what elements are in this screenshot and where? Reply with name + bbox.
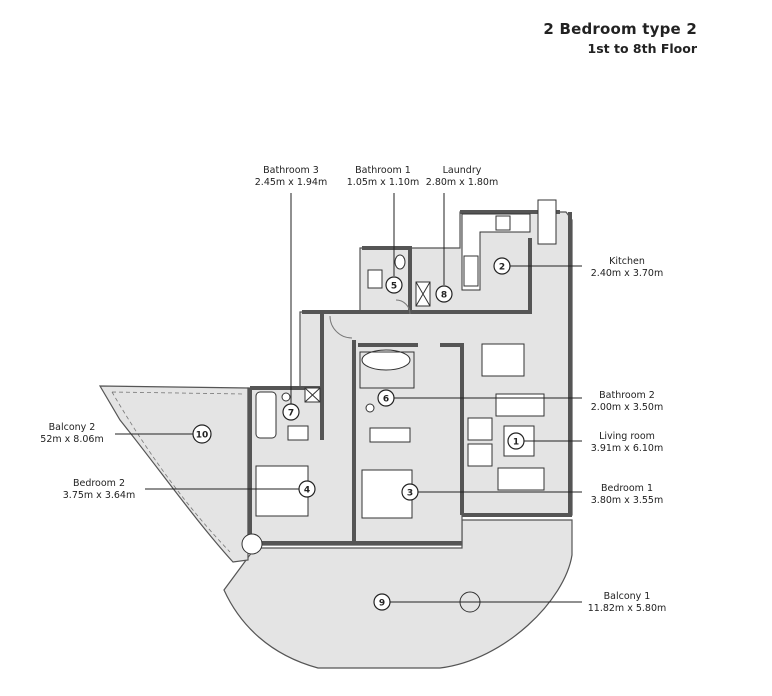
armchair-top xyxy=(467,417,493,441)
marker-2-number: 2 xyxy=(499,263,505,273)
marker-5-number: 5 xyxy=(391,282,397,292)
label-balcony-1-dims: 11.82m x 5.80m xyxy=(587,603,667,614)
dining-table xyxy=(481,343,525,377)
bath2-toilet xyxy=(365,403,375,413)
bath1-basin xyxy=(394,254,406,270)
marker-8-circle xyxy=(435,285,453,303)
label-laundry-dims: 2.80m x 1.80m xyxy=(425,177,499,188)
kitchen-counter xyxy=(461,213,531,291)
label-living-room-name: Living room xyxy=(599,431,655,442)
marker-7-circle xyxy=(282,403,300,421)
marker-4-circle xyxy=(298,480,316,498)
label-bedroom-2-name: Bedroom 2 xyxy=(72,478,126,489)
marker-4-number: 4 xyxy=(304,486,310,496)
label-bathroom-1-dims: 1.05m x 1.10m xyxy=(346,177,420,188)
balcony-2-rail xyxy=(111,391,245,553)
armchair-bottom xyxy=(467,443,493,467)
balcony-2-area xyxy=(98,385,249,563)
label-bathroom-1: Bathroom 1 1.05m x 1.10m xyxy=(344,165,422,189)
label-balcony-1-name: Balcony 1 xyxy=(603,591,651,602)
marker-9-number: 9 xyxy=(379,599,385,609)
wall-kitchen-bottom xyxy=(462,238,532,314)
marker-6-number: 6 xyxy=(383,395,389,405)
marker-1-circle xyxy=(507,432,525,450)
label-balcony-2-name: Balcony 2 xyxy=(48,422,96,433)
label-bathroom-2-name: Bathroom 2 xyxy=(599,390,655,401)
marker-3-number: 3 xyxy=(407,489,413,499)
door-swing-entry xyxy=(329,315,353,339)
marker-5-circle xyxy=(385,276,403,294)
balcony-1-area xyxy=(223,519,573,669)
kitchen-sink xyxy=(495,215,511,231)
wall-bath1-box xyxy=(362,246,412,312)
plan-title-block: 2 Bedroom type 2 1st to 8th Floor xyxy=(543,20,697,56)
marker-3-circle xyxy=(401,483,419,501)
marker-6-circle xyxy=(377,389,395,407)
sofa-top xyxy=(495,393,545,417)
marker-9-circle xyxy=(373,593,391,611)
label-bathroom-2: Bathroom 2 2.00m x 3.50m xyxy=(584,390,670,414)
label-bathroom-3-dims: 2.45m x 1.94m xyxy=(254,177,328,188)
label-living-room: Living room 3.91m x 6.10m xyxy=(584,431,670,455)
kitchen-stove xyxy=(463,255,479,287)
marker-1-number: 1 xyxy=(513,438,519,448)
label-living-room-dims: 3.91m x 6.10m xyxy=(590,443,664,454)
label-balcony-1: Balcony 1 11.82m x 5.80m xyxy=(584,591,670,615)
bath3-toilet xyxy=(281,392,291,402)
door-swing-bath1 xyxy=(395,299,411,315)
plan-title: 2 Bedroom type 2 xyxy=(543,20,697,38)
bathtub xyxy=(255,391,277,439)
bath3-cabinet-cross xyxy=(304,387,321,403)
plan-subtitle: 1st to 8th Floor xyxy=(587,41,697,56)
floor-areas xyxy=(98,211,573,669)
column-left xyxy=(241,533,263,555)
label-bedroom-2-dims: 3.75m x 3.64m xyxy=(62,490,136,501)
label-balcony-2: Balcony 2 52m x 8.06m xyxy=(30,422,114,446)
room-marker-numbers: 1 2 3 4 5 6 7 8 9 10 xyxy=(196,263,519,609)
marker-8-number: 8 xyxy=(441,291,447,301)
label-kitchen: Kitchen 2.40m x 3.70m xyxy=(584,256,670,280)
label-balcony-2-dims: 52m x 8.06m xyxy=(40,434,104,445)
bath2-vanity xyxy=(369,427,411,443)
label-bedroom-1-dims: 3.80m x 3.55m xyxy=(590,495,664,506)
room-markers xyxy=(192,257,525,611)
label-bathroom-3-name: Bathroom 3 xyxy=(263,165,319,176)
marker-10-circle xyxy=(192,424,212,444)
marker-7-number: 7 xyxy=(288,409,294,419)
bath2-shower-area xyxy=(359,351,415,389)
label-laundry: Laundry 2.80m x 1.80m xyxy=(422,165,502,189)
label-bedroom-1: Bedroom 1 3.80m x 3.55m xyxy=(584,483,670,507)
leader-lines xyxy=(115,193,582,603)
furniture xyxy=(241,199,557,613)
bath1-shower xyxy=(367,269,383,289)
label-bathroom-1-name: Bathroom 1 xyxy=(355,165,411,176)
laundry-cross xyxy=(415,281,431,307)
wall-hall-right xyxy=(440,343,464,515)
label-bedroom-1-name: Bedroom 1 xyxy=(600,483,654,494)
label-bathroom-3: Bathroom 3 2.45m x 1.94m xyxy=(248,165,334,189)
label-bedroom-2: Bedroom 2 3.75m x 3.64m xyxy=(56,478,142,502)
kitchen-fridge xyxy=(537,199,557,245)
label-bathroom-2-dims: 2.00m x 3.50m xyxy=(590,402,664,413)
marker-2-circle xyxy=(493,257,511,275)
bath2-tub xyxy=(361,349,411,371)
label-laundry-name: Laundry xyxy=(442,165,482,176)
label-kitchen-name: Kitchen xyxy=(609,256,645,267)
label-kitchen-dims: 2.40m x 3.70m xyxy=(590,268,664,279)
marker-10-number: 10 xyxy=(196,431,209,441)
sofa-bottom xyxy=(497,467,545,491)
bath3-vanity xyxy=(287,425,309,441)
